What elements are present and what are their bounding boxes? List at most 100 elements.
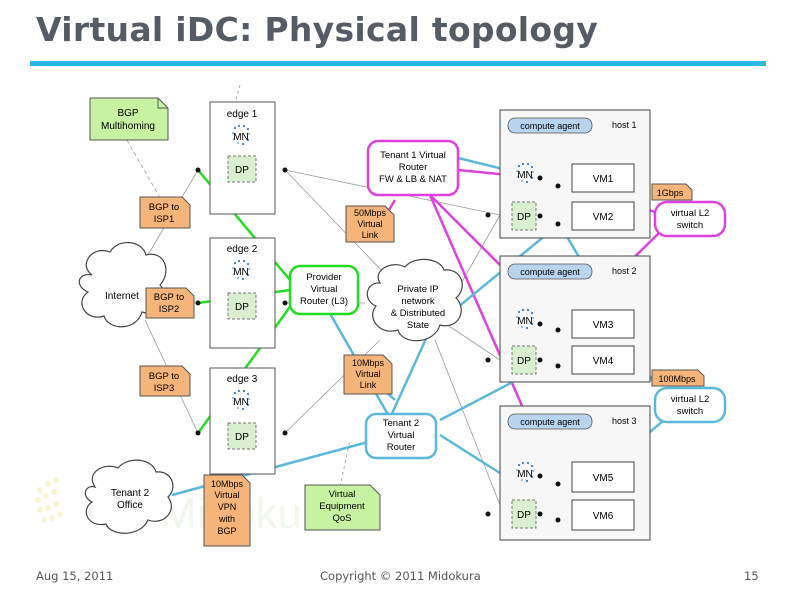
vm5-label: VM5 — [593, 473, 614, 484]
bgp-isp3-line1: BGP to — [149, 371, 179, 382]
private-ip-line4: State — [407, 320, 429, 331]
bgp-multihoming-line2: Multihoming — [101, 121, 155, 132]
host-1: compute agent host 1 MN DP VM1 VM2 — [499, 109, 651, 239]
qos-line1: Virtual — [329, 489, 356, 500]
tenant2-router-line3: Router — [387, 442, 416, 453]
virtual-l2-switch-2: 100Mbps virtual L2 switch — [651, 369, 727, 424]
mn-edge-1: MN — [233, 132, 249, 143]
compute-agent-host-2: compute agent — [520, 267, 580, 277]
bgp-multihoming-line1: BGP — [117, 108, 138, 119]
link-10mbps-line3: Link — [360, 380, 377, 390]
slide-title: Virtual iDC: Physical topology — [36, 10, 599, 49]
page-number: 15 — [744, 569, 759, 583]
link-10mbps-line2: Virtual — [355, 369, 380, 379]
qos-line2: Equipment — [319, 501, 365, 512]
private-ip-cloud: Private IP network & Distributed State — [366, 258, 463, 342]
bgp-multihoming-note: BGP Multihoming — [89, 97, 169, 141]
tenant2-virtual-router: Tenant 2 Virtual Router — [364, 412, 438, 460]
vpn-line2: Virtual — [214, 490, 239, 500]
host-3: compute agent host 3 MN DP VM5 VM6 — [499, 405, 651, 541]
mn-edge-3: MN — [233, 397, 249, 408]
vm4-label: VM4 — [593, 356, 614, 367]
link-50mbps-line1: 50Mbps — [354, 208, 387, 218]
tenant2-office-line2: Office — [117, 500, 143, 511]
edge-3-label: edge 3 — [227, 374, 258, 385]
dp-edge-3: DP — [235, 432, 249, 443]
switch-100mbps-tag: 100Mbps — [658, 374, 696, 384]
virtual-l2-switch-1: 1Gbps virtual L2 switch — [651, 183, 727, 238]
bgp-isp2-note: BGP to ISP2 — [145, 287, 195, 319]
vm2-label: VM2 — [593, 212, 614, 223]
provider-router-line1: Provider — [306, 272, 341, 283]
port-dots — [195, 167, 561, 523]
bgp-isp1-line2: ISP1 — [154, 214, 175, 225]
private-ip-line3: & Distributed — [391, 308, 445, 319]
switch-2-line1: virtual L2 — [671, 394, 710, 405]
link-50mbps-line2: Virtual — [357, 219, 382, 229]
vpn-10mbps-note: 10Mbps Virtual VPN with BGP — [203, 474, 251, 547]
tenant1-router-line1: Tenant 1 Virtual — [380, 150, 446, 161]
host-3-label: host 3 — [612, 416, 637, 426]
tenant2-office-cloud: Tenant 2 Office — [84, 459, 174, 534]
compute-agent-host-1: compute agent — [520, 121, 580, 131]
title-rule — [30, 61, 766, 66]
virtual-qos-note: Virtual Equipment QoS — [304, 484, 381, 531]
mn-host-1: MN — [517, 170, 533, 181]
tenant1-router-line2: Router — [399, 162, 428, 173]
footer-date: Aug 15, 2011 — [36, 569, 114, 583]
dp-host-2: DP — [517, 356, 531, 367]
bgp-isp1-line1: BGP to — [149, 202, 179, 213]
bgp-isp3-note: BGP to ISP3 — [139, 365, 191, 397]
switch-2-line2: switch — [677, 406, 703, 417]
footer-copyright: Copyright © 2011 Midokura — [320, 569, 481, 583]
link-10mbps-line1: 10Mbps — [352, 358, 385, 368]
mn-host-3: MN — [517, 469, 533, 480]
mn-edge-2: MN — [233, 267, 249, 278]
dp-host-1: DP — [517, 212, 531, 223]
link-50mbps-note: 50Mbps Virtual Link — [345, 205, 395, 243]
provider-virtual-router: Provider Virtual Router (L3) — [288, 264, 360, 316]
watermark-logo: Midokura — [35, 477, 341, 538]
tenant2-office-line1: Tenant 2 — [111, 488, 150, 499]
dp-edge-1: DP — [235, 165, 249, 176]
private-ip-line2: network — [401, 296, 435, 307]
edge-2: edge 2 MN DP — [209, 237, 276, 349]
tenant1-virtual-router: Tenant 1 Virtual Router FW & LB & NAT — [366, 139, 460, 197]
mn-host-2: MN — [517, 316, 533, 327]
bgp-isp1-note: BGP to ISP1 — [139, 196, 191, 229]
vpn-line3: VPN — [218, 502, 237, 512]
link-10mbps-note: 10Mbps Virtual Link — [343, 354, 393, 395]
provider-router-line2: Virtual — [311, 284, 338, 295]
vpn-line1: 10Mbps — [211, 479, 244, 489]
bgp-isp2-line2: ISP2 — [159, 304, 180, 315]
internet-label: Internet — [105, 291, 139, 302]
tenant2-router-line2: Virtual — [388, 430, 415, 441]
qos-line3: QoS — [332, 513, 351, 524]
provider-router-line3: Router (L3) — [300, 296, 348, 307]
bgp-isp3-line2: ISP3 — [154, 383, 175, 394]
dp-edge-2: DP — [235, 302, 249, 313]
vpn-line4: with — [218, 514, 235, 524]
edge-2-label: edge 2 — [227, 244, 258, 255]
private-ip-line1: Private IP — [397, 284, 438, 295]
vpn-line5: BGP — [217, 526, 236, 536]
host-1-label: host 1 — [612, 120, 637, 130]
bgp-isp2-line1: BGP to — [154, 292, 184, 303]
tenant1-router-line3: FW & LB & NAT — [379, 174, 447, 185]
link-50mbps-line3: Link — [362, 230, 379, 240]
vm6-label: VM6 — [593, 511, 614, 522]
switch-1-line1: virtual L2 — [671, 208, 710, 219]
compute-agent-host-3: compute agent — [520, 417, 580, 427]
dp-host-3: DP — [517, 510, 531, 521]
vm3-label: VM3 — [593, 320, 614, 331]
switch-1gbps-tag: 1Gbps — [657, 188, 684, 198]
tenant2-router-line1: Tenant 2 — [383, 418, 419, 429]
host-2-label: host 2 — [612, 266, 637, 276]
edge-1: edge 1 MN DP — [209, 101, 276, 215]
edge-1-label: edge 1 — [227, 109, 258, 120]
vm1-label: VM1 — [593, 174, 614, 185]
switch-1-line2: switch — [677, 220, 703, 231]
host-2: compute agent host 2 MN DP VM3 VM4 — [499, 255, 651, 383]
edge-3: edge 3 MN DP — [209, 367, 276, 475]
